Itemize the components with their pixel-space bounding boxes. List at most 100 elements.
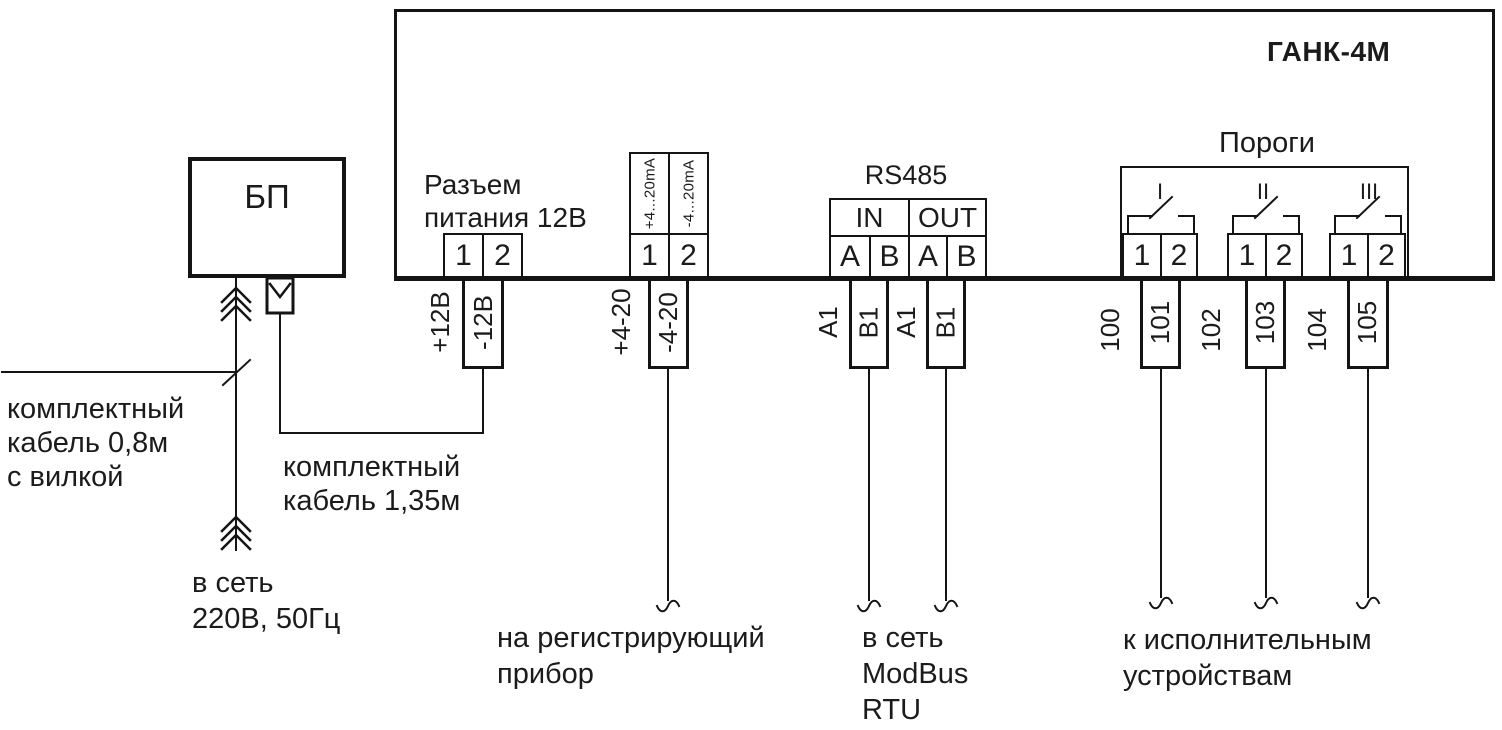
wire-label-a1: A1 — [813, 306, 843, 338]
rs485-title: RS485 — [864, 160, 948, 190]
threshold-terminal-row: 1 2 — [1122, 233, 1198, 279]
plug-icon — [265, 276, 295, 315]
switch-label: I — [1156, 179, 1164, 204]
rs485-port-row: IN OUT — [829, 198, 987, 237]
analog-header-row: +4...20mA -4...20mA — [629, 152, 709, 235]
note-line: прибор — [497, 658, 594, 690]
note-line: с вилкой — [7, 461, 124, 493]
thresholds-box — [1120, 166, 1409, 278]
ferrule-text: 101 — [1145, 300, 1176, 345]
leader-slash-icon — [221, 358, 252, 387]
rs485-port-in: IN — [829, 198, 910, 237]
wire-label-102: 102 — [1196, 308, 1226, 352]
device-title: ГАНК-4М — [1267, 36, 1391, 67]
note-line: кабель 0,8м — [7, 427, 169, 459]
terminal-cell: 2 — [1367, 233, 1406, 279]
cable-continuation-icon — [1253, 596, 1279, 610]
wire-label-plus12: +12В — [425, 291, 455, 353]
threshold-wire — [1253, 368, 1279, 610]
wire-ferrule-103: 103 — [1245, 276, 1286, 369]
note-line: кабель 1,35м — [283, 485, 461, 517]
switch-contact-icon — [1334, 195, 1402, 234]
thresholds-title: Пороги — [1218, 127, 1315, 159]
wire-ferrule-b1: B1 — [849, 276, 889, 369]
wire-ferrule-minus12: -12В — [462, 276, 504, 369]
terminal-cell: 1 — [443, 233, 484, 279]
rs485-out-wire — [933, 368, 959, 613]
rs485-terminal-row: A B A B — [829, 235, 987, 279]
terminal-cell: A — [829, 235, 871, 279]
note-line: 220В, 50Гц — [192, 603, 341, 635]
switch-label: II — [1256, 179, 1270, 204]
note-line: на регистрирующий — [497, 622, 765, 654]
cable-continuation-icon — [1355, 596, 1381, 610]
threshold-terminal-row: 1 2 — [1329, 233, 1406, 279]
terminal-cell: 2 — [1265, 233, 1303, 279]
cable-continuation-icon — [856, 599, 882, 613]
terminal-cell: 2 — [1160, 233, 1198, 279]
cable-break-icon — [220, 515, 252, 551]
note-line: к исполнительным — [1123, 624, 1372, 656]
wire-label-plus420: +4-20 — [606, 288, 636, 356]
terminal-cell: 1 — [1227, 233, 1267, 279]
title-line: Разъем — [424, 169, 522, 200]
wire-ferrule-105: 105 — [1347, 276, 1389, 369]
power-connector-title: Разъем питания 12В — [424, 168, 654, 234]
terminal-cell: B — [869, 235, 910, 279]
title-line: питания 12В — [424, 202, 587, 233]
wire-label-100: 100 — [1095, 308, 1125, 352]
rs485-in-wire — [856, 368, 882, 613]
note-line: комплектный — [283, 451, 461, 483]
terminal-cell: 2 — [668, 233, 709, 279]
wire-label-104: 104 — [1302, 308, 1332, 352]
cable-break-icon — [220, 286, 252, 322]
switch-contact-icon — [1232, 195, 1300, 234]
psu-label: БП — [244, 178, 290, 215]
note-line: RTU — [862, 694, 922, 726]
analog-destination-note: на регистрирующий прибор — [497, 620, 765, 692]
rs485-port-out: OUT — [908, 198, 987, 237]
ferrule-text: 103 — [1250, 300, 1281, 345]
mains-cable-wire — [1, 278, 237, 551]
threshold-wire — [1355, 368, 1381, 610]
header-text: -4...20mA — [680, 159, 698, 228]
mains-plug-cable-note: комплектный кабель 0,8м с вилкой — [7, 392, 184, 494]
power-terminal-row: 1 2 — [443, 233, 523, 279]
cable-continuation-icon — [933, 599, 959, 613]
ferrule-text: B1 — [930, 306, 961, 339]
terminal-cell: 1 — [1329, 233, 1369, 279]
note-line: комплектный — [7, 393, 185, 425]
ferrule-text: B1 — [853, 306, 884, 339]
cable-continuation-icon — [1148, 596, 1174, 610]
note-line: в сеть — [192, 567, 274, 599]
analog-wire — [655, 368, 681, 613]
terminal-cell: 1 — [1122, 233, 1162, 279]
terminal-cell: A — [908, 235, 948, 279]
terminal-cell: B — [946, 235, 987, 279]
switch-label: III — [1359, 179, 1379, 204]
wire-label-a1: A1 — [891, 306, 921, 338]
thresholds-destination-note: к исполнительным устройствам — [1123, 622, 1372, 694]
note-line: ModBus — [862, 658, 969, 690]
device-bottom-edge — [394, 276, 1495, 281]
ferrule-text: -12В — [467, 295, 498, 350]
ferrule-text: -4-20 — [653, 292, 684, 353]
note-line: в сеть — [862, 622, 944, 654]
note-line: устройствам — [1123, 660, 1293, 692]
rs485-destination-note: в сеть ModBus RTU — [862, 620, 968, 728]
mains-supply-note: в сеть 220В, 50Гц — [192, 565, 340, 637]
switch-contact-icon — [1127, 195, 1195, 234]
cable-continuation-icon — [655, 599, 681, 613]
analog-terminal-row: 1 2 — [629, 233, 709, 279]
psu-cable-note: комплектный кабель 1,35м — [283, 450, 460, 518]
threshold-wire — [1148, 368, 1174, 610]
terminal-cell: 1 — [629, 233, 670, 279]
wire-ferrule-minus420: -4-20 — [648, 276, 689, 369]
terminal-cell: 2 — [482, 233, 523, 279]
wire-ferrule-101: 101 — [1140, 276, 1181, 369]
threshold-terminal-row: 1 2 — [1227, 233, 1303, 279]
psu-box — [188, 157, 346, 278]
ferrule-text: 105 — [1352, 300, 1383, 345]
